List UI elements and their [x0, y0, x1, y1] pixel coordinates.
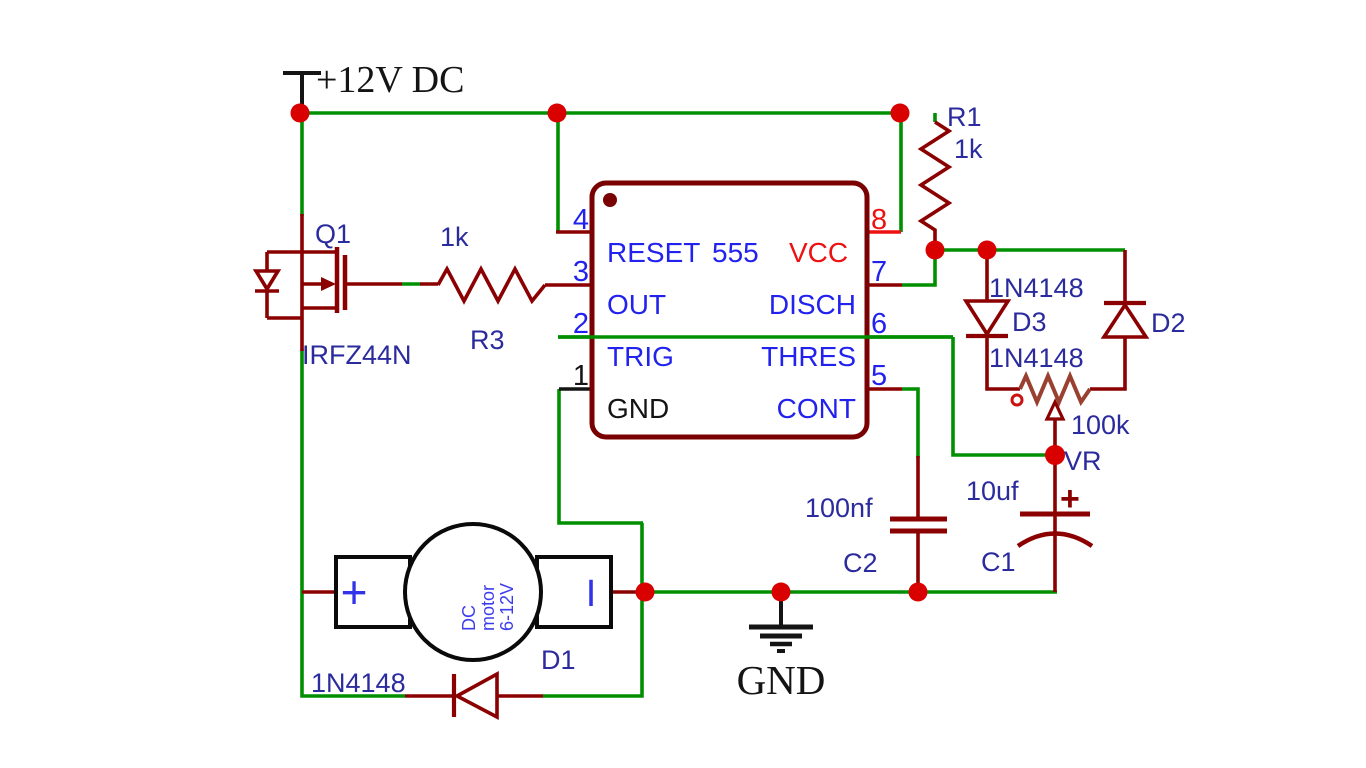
dc-motor — [334, 522, 613, 662]
c2-capacitor — [890, 516, 947, 534]
c1-capacitor — [1016, 511, 1094, 548]
pot-right-lead — [1090, 337, 1127, 391]
d3-bottom-lead — [985, 336, 1020, 391]
vr-value-label: 100k — [1071, 410, 1130, 440]
motor-right-terminal-box — [535, 555, 613, 629]
q1-bodydiode-triangle — [252, 269, 282, 293]
junction-dot — [908, 582, 928, 602]
motor-left-terminal-box — [334, 555, 412, 629]
wire-pin1-gnd-route — [557, 389, 643, 525]
ic555-pin1-dot — [603, 193, 617, 207]
pin-number-8: 8 — [871, 204, 887, 236]
pin-number-1: 1 — [573, 360, 589, 392]
d3-value-label: 1N4148 — [989, 343, 1084, 373]
dark-red-wires — [300, 214, 1127, 698]
r3-ref-label: R3 — [470, 325, 505, 355]
ic-label-trig: TRIG — [607, 341, 674, 372]
vr-terminal-circle — [1010, 393, 1024, 407]
motor-body-circle — [403, 522, 543, 662]
ic555-body — [589, 180, 870, 440]
vr-ref-label: VR — [1064, 446, 1102, 476]
wire-source-to-d1-loop — [300, 349, 405, 698]
q1-mosfet-symbol — [252, 247, 348, 351]
q1-value-label: IRFZ44N — [302, 340, 412, 370]
junction-dot — [1045, 445, 1065, 465]
d1-ref-label: D1 — [541, 645, 576, 675]
junction-dots — [290, 103, 1065, 602]
d2-ref-label: D2 — [1151, 308, 1186, 338]
pin-number-2: 2 — [573, 308, 589, 340]
d1-triangle — [453, 670, 499, 720]
pin-number-4: 4 — [573, 204, 589, 236]
vr-pot-body — [1018, 370, 1092, 408]
wire-d1-right-up — [543, 523, 644, 698]
ic-label-cont: CONT — [777, 393, 856, 424]
pin-number-5: 5 — [871, 360, 887, 392]
motor-minus-terminal: I — [586, 573, 597, 615]
d3-triangle — [962, 299, 1012, 338]
wire-pin5-to-c2 — [902, 387, 920, 458]
pin-number-3: 3 — [573, 256, 589, 288]
ic-label-vcc: VCC — [789, 237, 848, 268]
power-label: +12V DC — [316, 59, 464, 101]
junction-dot — [925, 240, 945, 260]
c1-ref-label: C1 — [981, 547, 1016, 577]
wire-thres-to-vr — [951, 337, 1055, 457]
ic-label-disch: DISCH — [769, 289, 856, 320]
d2-value-label: 1N4148 — [989, 273, 1084, 303]
ground-label: GND — [737, 657, 826, 703]
ic-label-out: OUT — [607, 289, 666, 320]
q1-ref-label: Q1 — [315, 219, 351, 249]
ic-label-part: 555 — [712, 237, 759, 268]
motor-rotated-text: DC motor 6-12V — [459, 583, 517, 631]
c2-ref-label: C2 — [843, 548, 878, 578]
d3-ref-label: D3 — [1012, 307, 1047, 337]
q1-arrow — [321, 277, 336, 291]
pin-number-6: 6 — [871, 308, 887, 340]
junction-dot — [290, 103, 310, 123]
junction-dot — [547, 103, 567, 123]
motor-text-line1: DC — [459, 605, 479, 631]
vr-potentiometer — [1010, 370, 1092, 421]
junction-dot — [771, 582, 791, 602]
c1-plate-curved — [1016, 531, 1094, 548]
d3-diode — [962, 299, 1012, 339]
r3-value-label: 1k — [440, 222, 469, 252]
motor-text-line2: motor — [478, 585, 498, 631]
r1-ref-label: R1 — [947, 102, 982, 132]
c2-value-label: 100nf — [805, 493, 873, 523]
ic-label-gnd: GND — [607, 393, 669, 424]
d1-diode — [451, 670, 499, 720]
junction-dot — [635, 582, 655, 602]
junction-dot — [890, 103, 910, 123]
ic-label-thres: THRES — [761, 341, 856, 372]
junction-dot — [977, 240, 997, 260]
r1-resistor — [917, 120, 953, 250]
c1-value-label: 10uf — [966, 476, 1019, 506]
pin-number-7: 7 — [871, 256, 887, 288]
d1-value-label: 1N4148 — [311, 668, 406, 698]
c1-plus-label: + — [1060, 480, 1080, 518]
wire-pin7-to-r1 — [902, 250, 937, 287]
motor-plus-terminal: + — [341, 566, 368, 618]
d2-diode — [1100, 300, 1150, 339]
r3-resistor — [436, 265, 547, 305]
motor-text-line3: 6-12V — [497, 583, 517, 631]
vr-wiper-arrow — [1044, 398, 1066, 421]
d2-triangle — [1100, 301, 1150, 339]
r1-value-label: 1k — [954, 134, 983, 164]
ic-label-reset: RESET — [607, 237, 700, 268]
